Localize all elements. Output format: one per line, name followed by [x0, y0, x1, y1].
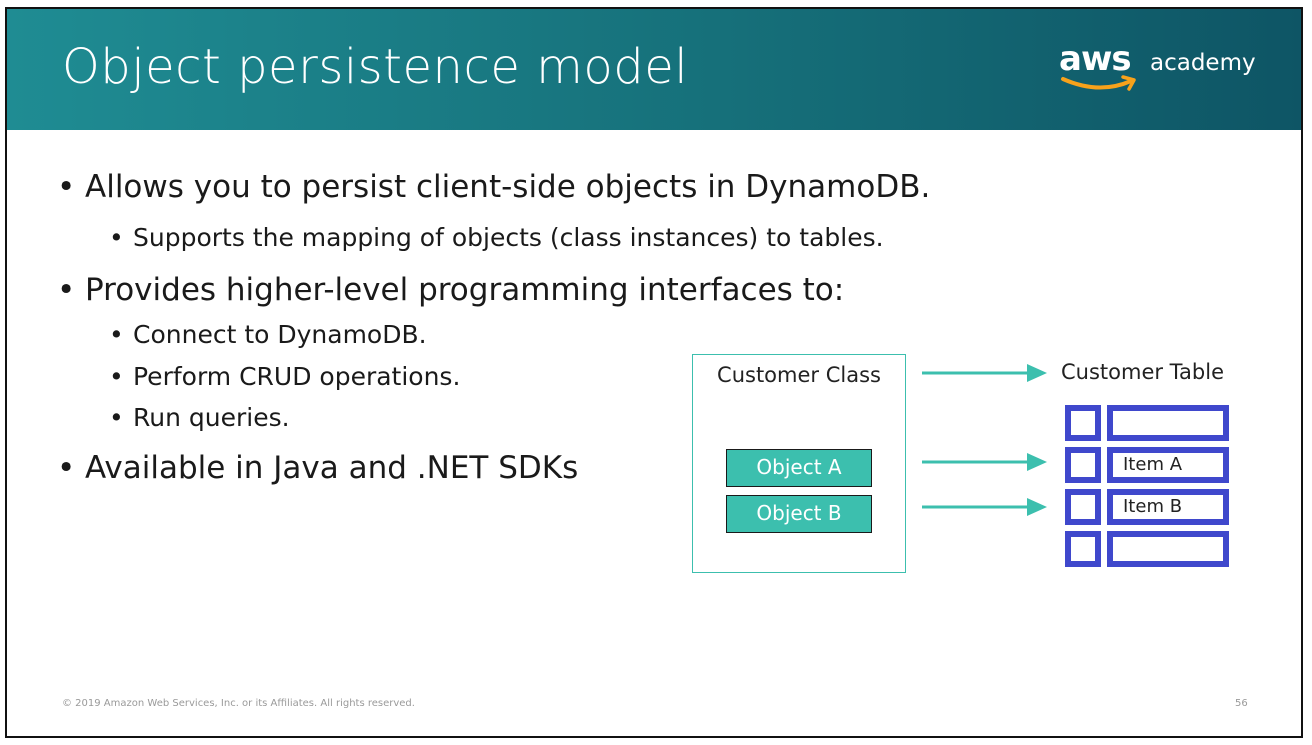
- academy-wordmark: academy: [1150, 50, 1256, 76]
- customer-class-label: Customer Class: [717, 363, 881, 387]
- table-key-cell: [1065, 531, 1101, 567]
- sub-bullet-item: •Run queries.: [109, 403, 290, 432]
- page-number: 56: [1235, 698, 1248, 709]
- bullet-item: •Available in Java and .NET SDKs: [57, 450, 579, 486]
- item-a-cell: Item A: [1107, 447, 1229, 483]
- object-a-box: Object A: [726, 449, 872, 487]
- table-value-cell: [1107, 405, 1229, 441]
- item-b-cell: Item B: [1107, 489, 1229, 525]
- bullet-item: •Provides higher-level programming inter…: [57, 272, 845, 308]
- bullet-item: •Allows you to persist client-side objec…: [57, 169, 931, 205]
- persistence-diagram: Customer Class Object A Object B Custome…: [7, 9, 1301, 736]
- amazon-smile-icon: [1061, 75, 1136, 91]
- table-row: Item A: [1065, 447, 1229, 483]
- arrow-object-a-to-item-a: [922, 453, 1047, 471]
- aws-wordmark: aws: [1059, 39, 1132, 79]
- table-key-cell: [1065, 447, 1101, 483]
- customer-class-box: Customer Class Object A Object B: [692, 354, 906, 573]
- table-row: [1065, 405, 1229, 441]
- slide-title: Object persistence model: [62, 39, 689, 95]
- object-b-box: Object B: [726, 495, 872, 533]
- sub-bullet-item: •Connect to DynamoDB.: [109, 320, 427, 349]
- copyright-footer: © 2019 Amazon Web Services, Inc. or its …: [62, 698, 415, 709]
- slide: Object persistence model aws academy •Al…: [5, 7, 1303, 738]
- arrow-object-b-to-item-b: [922, 498, 1047, 516]
- table-key-cell: [1065, 489, 1101, 525]
- slide-header: Object persistence model aws academy: [7, 9, 1301, 130]
- table-row: Item B: [1065, 489, 1229, 525]
- sub-bullet-item: •Supports the mapping of objects (class …: [109, 223, 884, 252]
- table-key-cell: [1065, 405, 1101, 441]
- table-value-cell: [1107, 531, 1229, 567]
- sub-bullet-item: •Perform CRUD operations.: [109, 362, 461, 391]
- customer-table-label: Customer Table: [1061, 360, 1224, 384]
- arrow-class-to-table: [922, 364, 1047, 382]
- aws-academy-logo: aws academy: [1059, 39, 1259, 103]
- table-row: [1065, 531, 1229, 567]
